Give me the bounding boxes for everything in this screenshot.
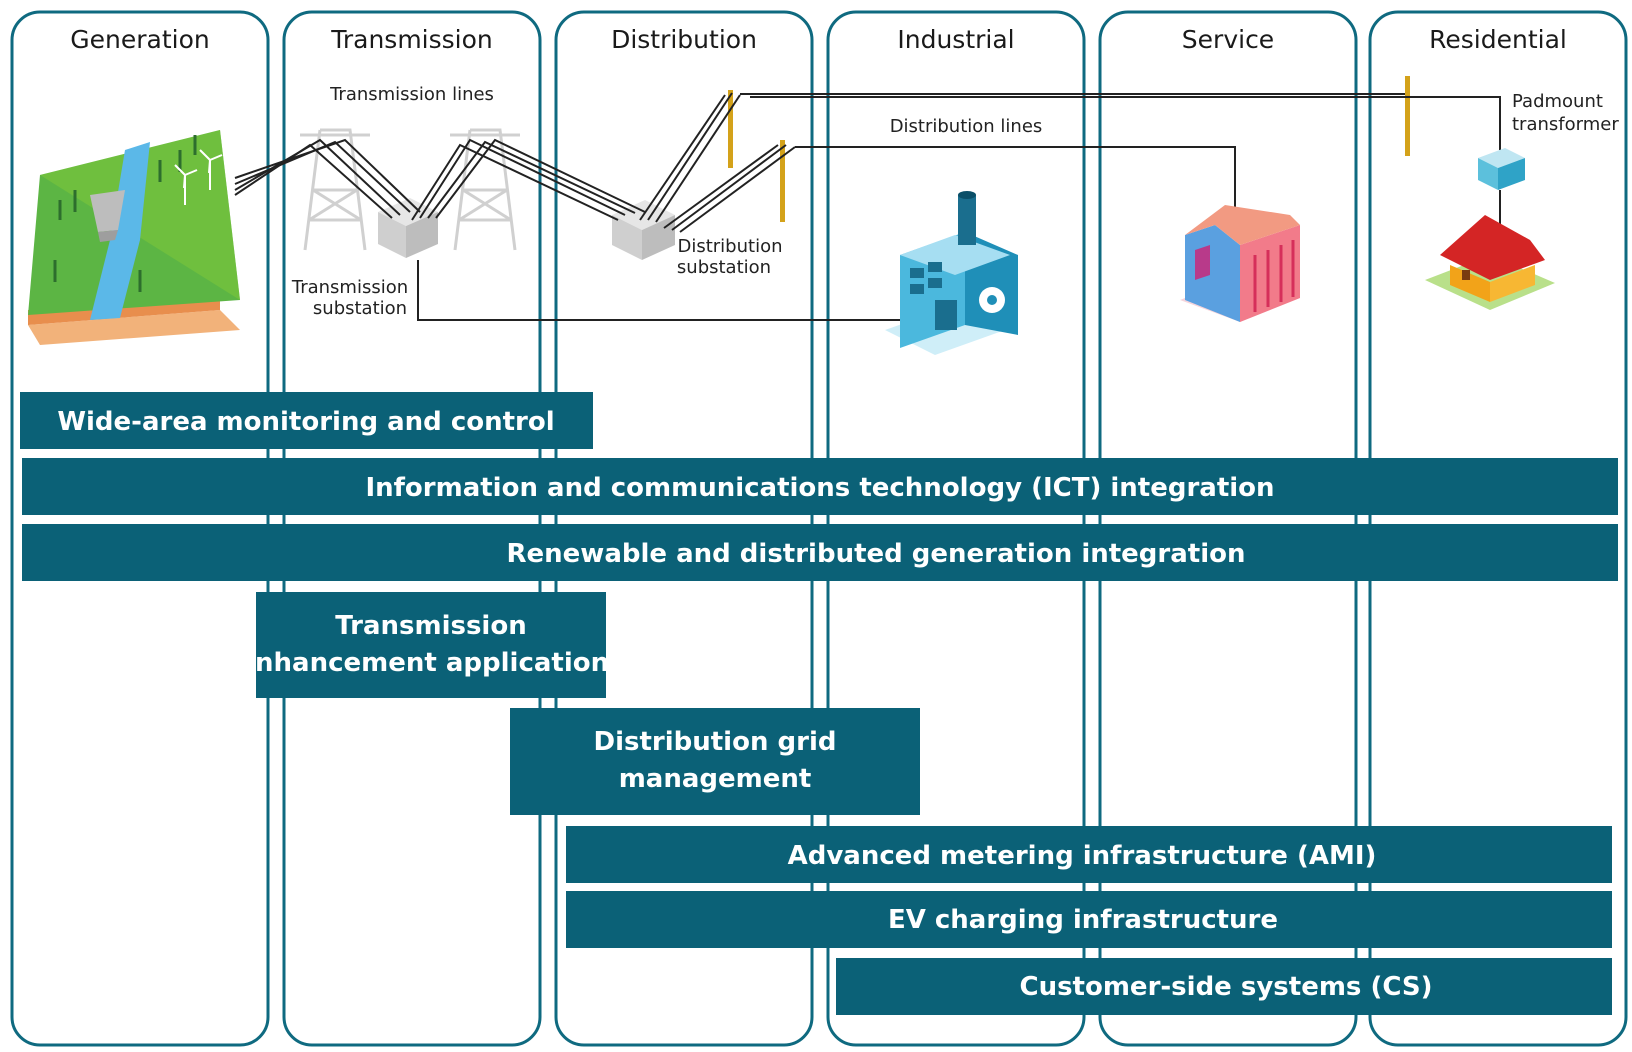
- column-title-residential: Residential: [1429, 25, 1567, 54]
- column-titles: Generation Transmission Distribution Ind…: [70, 25, 1567, 54]
- padmount-transformer-label-line1: Padmount: [1512, 91, 1603, 112]
- generation-landscape-illustration: [28, 130, 240, 345]
- band-distribution-grid-management: Distribution grid management: [510, 708, 920, 815]
- band-customer-side-systems-label: Customer-side systems (CS): [1019, 972, 1432, 1002]
- residential-house-illustration: [1425, 215, 1555, 310]
- band-ict-integration-label: Information and communications technolog…: [365, 473, 1274, 503]
- band-transmission-enhancement: Transmission enhancement applications: [237, 592, 625, 698]
- column-title-transmission: Transmission: [330, 25, 493, 54]
- transmission-towers-illustration: [300, 128, 520, 251]
- padmount-transformer-illustration: [1478, 148, 1525, 190]
- band-ev-charging-label: EV charging infrastructure: [888, 905, 1278, 935]
- distribution-lines-label: Distribution lines: [890, 116, 1043, 137]
- column-title-industrial: Industrial: [897, 25, 1014, 54]
- band-distribution-grid-management-label-line1: Distribution grid: [594, 727, 837, 757]
- band-ami-label: Advanced metering infrastructure (AMI): [788, 841, 1377, 871]
- distribution-substation-label-line1: Distribution: [677, 236, 782, 257]
- band-distribution-grid-management-label-line2: management: [619, 764, 812, 794]
- band-wide-area-monitoring: Wide-area monitoring and control: [20, 392, 593, 449]
- band-ict-integration: Information and communications technolog…: [22, 458, 1618, 515]
- band-ami: Advanced metering infrastructure (AMI): [566, 826, 1612, 883]
- distribution-substation-label-line2: substation: [677, 257, 771, 278]
- transmission-substation-illustration: [378, 198, 438, 258]
- column-title-distribution: Distribution: [611, 25, 757, 54]
- industrial-building-illustration: [885, 191, 1018, 355]
- band-renewable-integration-label: Renewable and distributed generation int…: [507, 539, 1246, 569]
- band-transmission-enhancement-label-line1: Transmission: [335, 611, 526, 641]
- distribution-line-wires: [417, 92, 1501, 321]
- column-title-generation: Generation: [70, 25, 209, 54]
- band-wide-area-monitoring-label: Wide-area monitoring and control: [57, 407, 554, 437]
- padmount-transformer-label-line2: transformer: [1512, 114, 1619, 135]
- band-customer-side-systems: Customer-side systems (CS): [836, 958, 1612, 1015]
- band-transmission-enhancement-label-line2: enhancement applications: [237, 648, 624, 678]
- band-renewable-integration: Renewable and distributed generation int…: [22, 524, 1618, 581]
- service-building-illustration: [1180, 205, 1300, 322]
- transmission-substation-label-line1: Transmission: [291, 277, 408, 298]
- column-title-service: Service: [1182, 25, 1274, 54]
- distribution-poles-illustration: [728, 76, 1410, 222]
- transmission-substation-label-line2: substation: [313, 298, 407, 319]
- transmission-lines-label: Transmission lines: [329, 84, 494, 105]
- transmission-line-wires: [234, 138, 646, 221]
- band-ev-charging: EV charging infrastructure: [566, 891, 1612, 948]
